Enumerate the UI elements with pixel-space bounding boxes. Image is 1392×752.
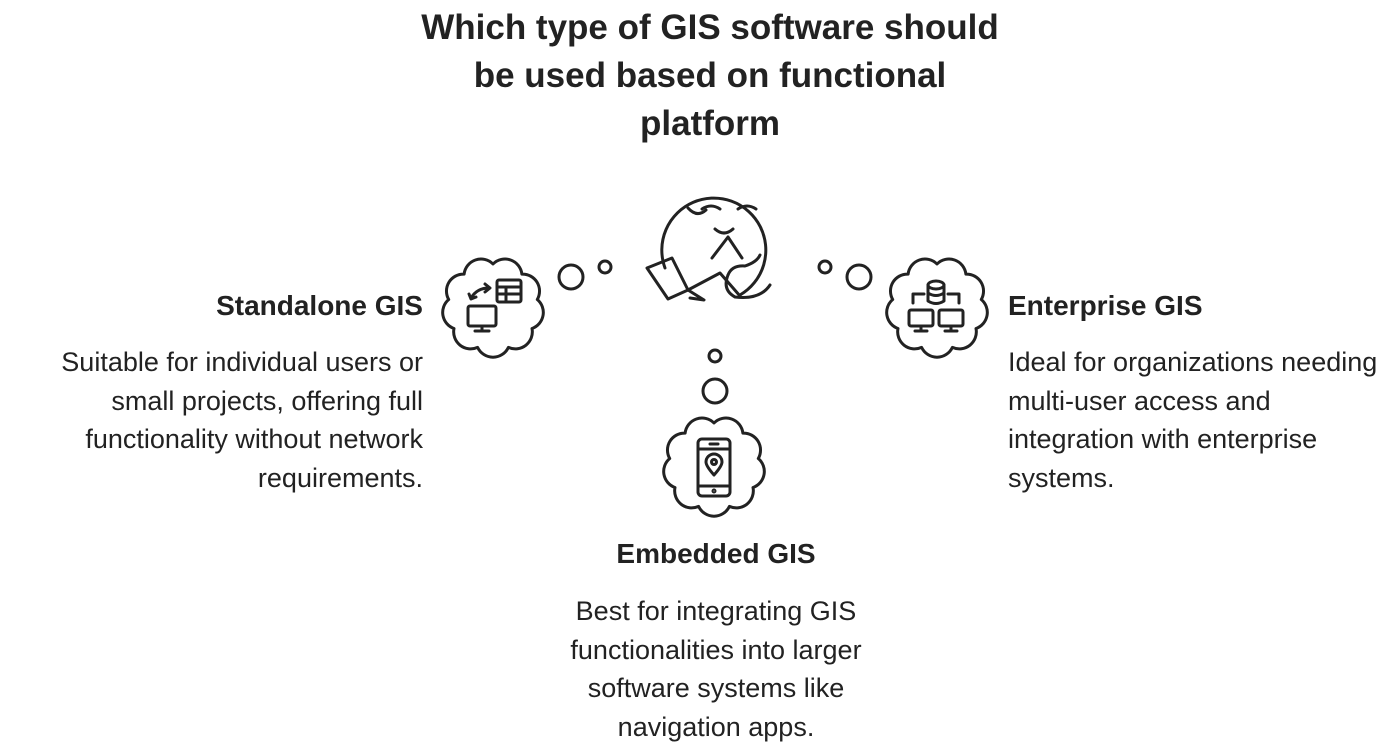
embedded-cloud [662, 416, 766, 518]
embedded-gis-description: Best for integrating GIS functionalities… [570, 596, 862, 742]
computer-table-sync-icon [466, 278, 523, 333]
enterprise-gis-description: Ideal for organizations needing multi-us… [1008, 347, 1378, 493]
diagram-title: Which type of GIS software should be use… [421, 8, 999, 143]
thinking-person-icon [645, 196, 772, 302]
enterprise-cloud [885, 257, 989, 359]
thought-bubbles [557, 259, 873, 405]
standalone-cloud [441, 257, 545, 359]
standalone-gis-heading: Standalone GIS [216, 290, 423, 321]
enterprise-gis-heading: Enterprise GIS [1008, 290, 1203, 321]
smartphone-location-icon [696, 437, 732, 498]
standalone-gis-description: Suitable for individual users or small p… [61, 347, 423, 493]
embedded-gis-heading: Embedded GIS [616, 538, 816, 569]
database-network-icon [907, 279, 965, 333]
